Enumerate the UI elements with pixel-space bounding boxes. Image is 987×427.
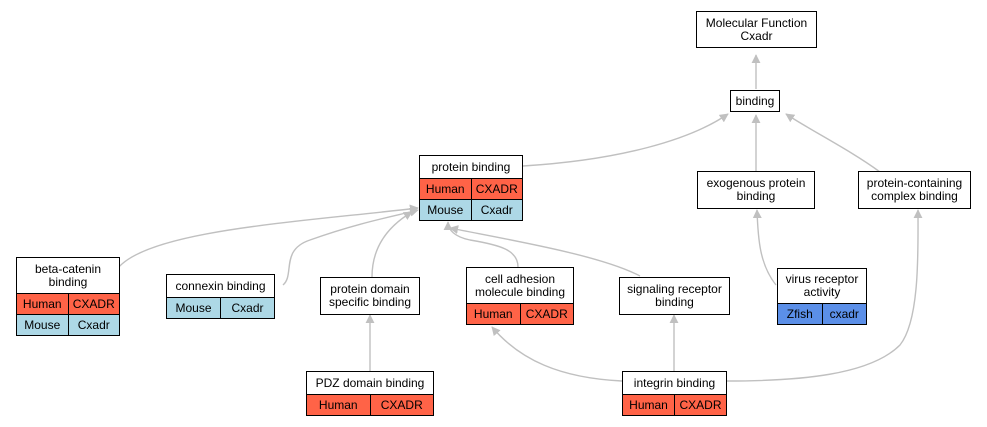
species-label: Mouse: [427, 202, 464, 217]
species-row: Human CXADR: [420, 178, 522, 199]
node-title: connexin binding: [175, 278, 266, 293]
species-row: Human CXADR: [467, 303, 573, 324]
species-row: Mouse Cxadr: [17, 314, 119, 335]
gene-label: CXADR: [369, 395, 434, 415]
species-row: Zfish cxadr: [778, 303, 866, 324]
edge-pdomain-to-protein-binding: [371, 211, 413, 278]
species-label: Human: [22, 296, 62, 311]
gene-label: CXADR: [470, 179, 523, 199]
node-binding[interactable]: binding: [730, 90, 780, 112]
species-row: Human CXADR: [307, 394, 433, 415]
species-label: Mouse: [175, 300, 212, 315]
species-label: Mouse: [24, 317, 61, 332]
node-title: cell adhesion molecule binding: [474, 271, 566, 299]
gene-label: Cxadr: [470, 200, 523, 220]
gene-label: Cxadr: [67, 315, 120, 335]
gene-label: Cxadr: [220, 298, 274, 318]
node-title: PDZ domain binding: [315, 375, 425, 390]
gene-label: CXADR: [674, 395, 726, 415]
edge-integrin-to-cell-adhesion: [491, 326, 623, 382]
node-molecular-function[interactable]: Molecular Function Cxadr: [696, 11, 817, 48]
gene-label: CXADR: [519, 304, 574, 324]
node-title: protein binding: [431, 159, 511, 174]
gene-label: cxadr: [821, 304, 867, 324]
node-title: binding: [735, 93, 775, 108]
edge-cell-adhesion-to-protein-binding: [443, 221, 519, 268]
species-row: Mouse Cxadr: [420, 199, 522, 220]
species-label: Human: [425, 181, 465, 196]
node-title: virus receptor activity: [785, 272, 859, 299]
edge-signaling-to-protein-binding: [449, 225, 641, 277]
edge-connexin-to-protein-binding: [282, 207, 419, 286]
species-label: Human: [473, 306, 513, 321]
edge-protein-binding-to-binding: [522, 113, 729, 167]
node-signaling-receptor-binding[interactable]: signaling receptor binding: [619, 277, 730, 315]
species-row: Human CXADR: [17, 293, 119, 314]
node-title: Molecular Function Cxadr: [705, 15, 808, 43]
edge-complex-to-binding: [785, 113, 881, 173]
node-title: exogenous protein binding: [706, 176, 806, 203]
node-title: integrin binding: [633, 375, 716, 390]
edge-beta-catenin-to-protein-binding: [117, 204, 419, 269]
node-title: protein-containing complex binding: [866, 176, 963, 203]
node-protein-domain-specific-binding[interactable]: protein domain specific binding: [320, 277, 420, 315]
species-label: Zfish: [786, 306, 813, 321]
species-label: Human: [629, 397, 668, 412]
species-row: Human CXADR: [623, 394, 726, 415]
node-title: beta-catenin binding: [34, 261, 102, 289]
node-title: protein domain specific binding: [328, 282, 412, 309]
edge-integrin-to-complex: [726, 209, 923, 382]
node-exogenous-protein-binding[interactable]: exogenous protein binding: [697, 171, 815, 209]
node-protein-containing-complex-binding[interactable]: protein-containing complex binding: [858, 171, 971, 209]
species-row: Mouse Cxadr: [167, 297, 274, 318]
node-title: signaling receptor binding: [627, 282, 722, 309]
edge-virus-to-exogenous: [752, 209, 777, 286]
species-label: Human: [318, 397, 358, 412]
gene-label: CXADR: [67, 294, 120, 314]
